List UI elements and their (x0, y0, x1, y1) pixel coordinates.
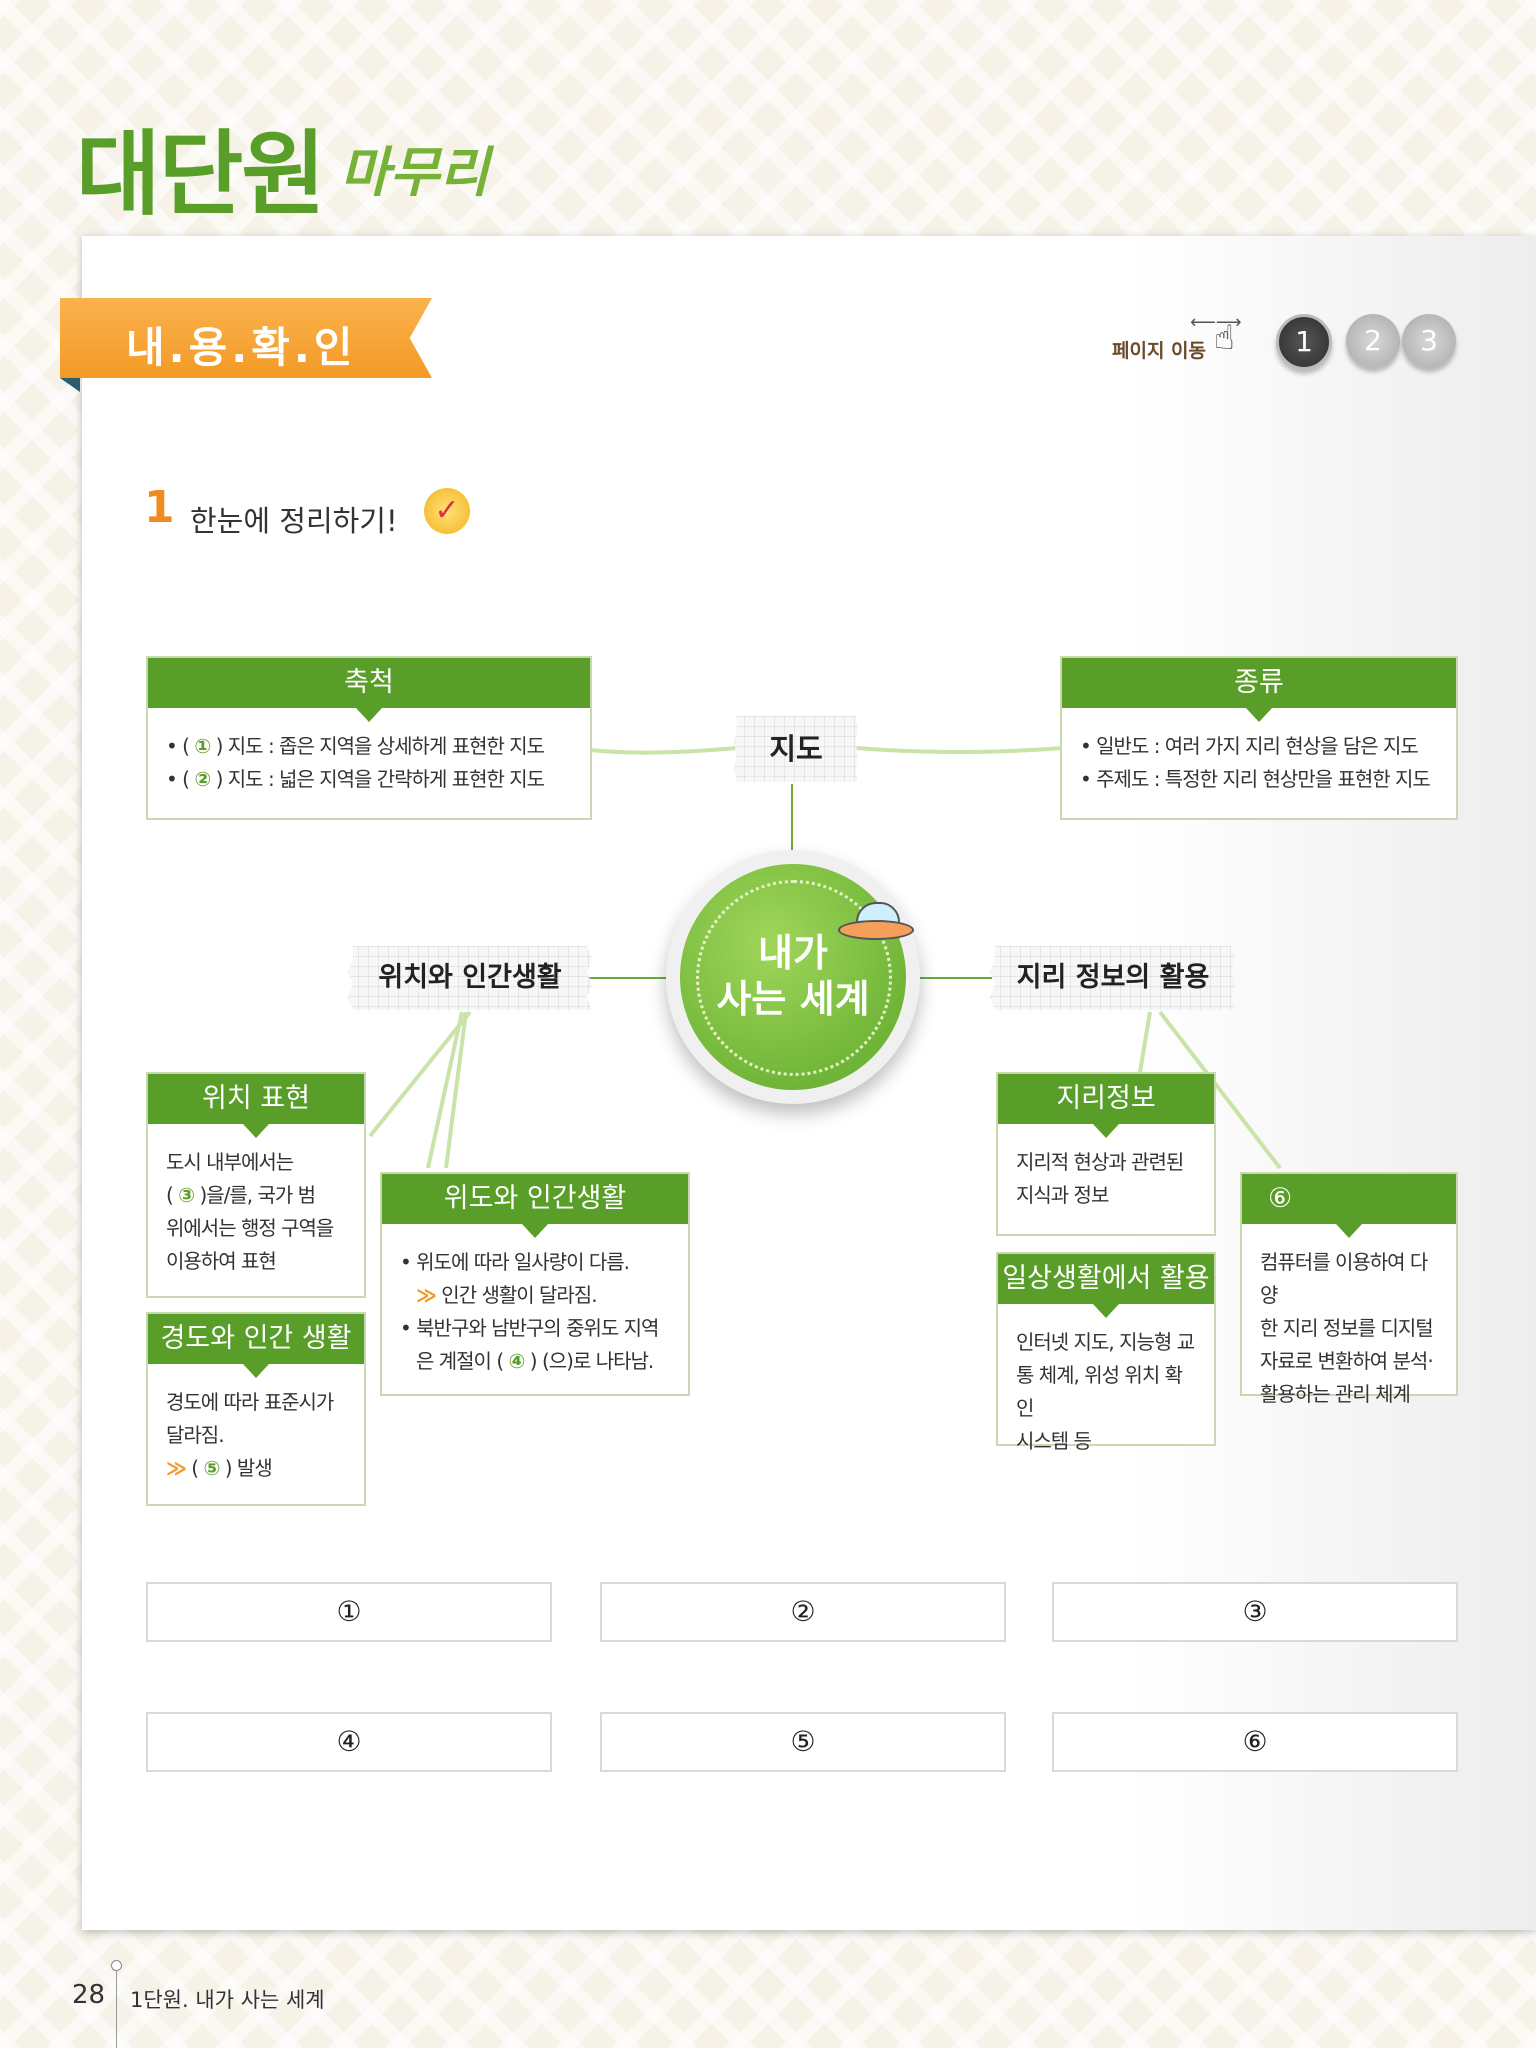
box-types: 종류 • 일반도 : 여러 가지 지리 현상을 담은 지도 • 주제도 : 특정… (1060, 656, 1458, 820)
connector-location-latitude (426, 1011, 464, 1169)
box-latitude: 위도와 인간생활 • 위도에 따라 일사량이 다름. ≫ 인간 생활이 달라짐.… (380, 1172, 690, 1396)
ribbon-fold (60, 378, 80, 392)
connector-scale-map (589, 746, 737, 755)
scale-line-2: • ( ② ) 지도 : 넓은 지역을 간략하게 표현한 지도 (166, 767, 545, 791)
section-number: 1 (144, 482, 175, 533)
connector-lines (368, 746, 1282, 1170)
box-daily-use: 일상생활에서 활용 인터넷 지도, 지능형 교 통 체계, 위성 위치 확인 시… (996, 1252, 1216, 1453)
box-six-body: 컴퓨터를 이용하여 다양 한 지리 정보를 디지털 자료로 변환하여 분석· 활… (1260, 1250, 1434, 1406)
connector-geo-six (1158, 1010, 1282, 1170)
page-button-2[interactable]: 2 (1346, 314, 1400, 368)
box-position: 위치 표현 도시 내부에서는 ( ③ )을/를, 국가 범 위에서는 행정 구역… (146, 1072, 366, 1298)
footer-unit-title: 1단원. 내가 사는 세계 (130, 1988, 325, 2012)
section-title: 한눈에 정리하기! (190, 504, 398, 538)
box-geo-data: 지리정보 지리적 현상과 관련된 지식과 정보 (996, 1072, 1216, 1236)
center-line-1: 내가 (758, 931, 828, 975)
node-map: 지도 (734, 716, 858, 782)
node-geo-info: 지리 정보의 활용 (990, 946, 1236, 1010)
answer-field-5[interactable]: ⑤ (600, 1712, 1006, 1772)
types-line-2: • 주제도 : 특정한 지리 현상만을 표현한 지도 (1080, 767, 1431, 791)
connector-location-latitude-2 (444, 1011, 468, 1169)
answer-field-6[interactable]: ⑥ (1052, 1712, 1458, 1772)
scale-line-1: • ( ① ) 지도 : 좁은 지역을 상세하게 표현한 지도 (166, 734, 545, 758)
page-button-3[interactable]: 3 (1402, 314, 1456, 368)
box-six: ⑥ 컴퓨터를 이용하여 다양 한 지리 정보를 디지털 자료로 변환하여 분석·… (1240, 1172, 1458, 1406)
page-button-1[interactable]: 1 (1276, 314, 1332, 370)
ribbon-label: 내.용.확.인 (126, 323, 357, 372)
box-longitude-title: 경도와 인간 생활 (148, 1314, 364, 1378)
box-scale-body: • ( ① ) 지도 : 좁은 지역을 상세하게 표현한 지도 • ( ② ) … (148, 708, 590, 808)
box-types-title: 종류 (1062, 658, 1456, 722)
title-main: 대단원 (76, 121, 326, 228)
blank-1: ① (194, 734, 211, 758)
blank-3: ③ (178, 1183, 195, 1207)
ufo-icon (838, 902, 914, 942)
pointing-hand-icon: ☝ (1214, 318, 1235, 358)
center-line-2: 사는 세계 (716, 977, 870, 1021)
box-daily-use-title: 일상생활에서 활용 (998, 1254, 1214, 1318)
section-ribbon (60, 298, 432, 378)
blank-5: ⑤ (203, 1456, 220, 1480)
swipe-arrows-icon: ⟵⟶ (1190, 312, 1242, 333)
center-lines (588, 784, 992, 979)
connector-map-types (855, 746, 1063, 754)
box-daily-use-body: 인터넷 지도, 지능형 교 통 체계, 위성 위치 확인 시스템 등 (1016, 1330, 1195, 1453)
page-number: 28 (72, 1980, 106, 2010)
answer-field-3[interactable]: ③ (1052, 1582, 1458, 1642)
box-six-title: ⑥ (1242, 1174, 1456, 1238)
answer-field-2[interactable]: ② (600, 1582, 1006, 1642)
box-scale-title: 축척 (148, 658, 590, 722)
footer-divider (116, 1966, 117, 2048)
box-scale: 축척 • ( ① ) 지도 : 좁은 지역을 상세하게 표현한 지도 • ( ②… (146, 656, 592, 820)
answer-field-1[interactable]: ① (146, 1582, 552, 1642)
blank-2: ② (194, 767, 211, 791)
chevron-right-icon: ≫ (416, 1283, 437, 1307)
connector-location-position (368, 1010, 472, 1138)
box-longitude-body: 경도에 따라 표준시가 달라짐. ≫ ( ⑤ ) 발생 (166, 1390, 334, 1480)
box-geo-data-title: 지리정보 (998, 1074, 1214, 1138)
footer-dot (111, 1960, 122, 1971)
title-sub: 마무리 (340, 140, 490, 204)
box-latitude-body: • 위도에 따라 일사량이 다름. ≫ 인간 생활이 달라짐. • 북반구와 남… (400, 1250, 659, 1373)
node-location: 위치와 인간생활 (348, 946, 592, 1010)
box-position-body: 도시 내부에서는 ( ③ )을/를, 국가 범 위에서는 행정 구역을 이용하여… (166, 1150, 334, 1273)
box-latitude-title: 위도와 인간생활 (382, 1174, 688, 1238)
connector-geo-geodata (1138, 1011, 1152, 1073)
answer-field-4[interactable]: ④ (146, 1712, 552, 1772)
box-types-body: • 일반도 : 여러 가지 지리 현상을 담은 지도 • 주제도 : 특정한 지… (1062, 708, 1456, 808)
chevron-right-icon: ≫ (166, 1456, 187, 1480)
center-node-label: 내가 사는 세계 (680, 930, 906, 1022)
blank-4: ④ (508, 1349, 525, 1373)
box-longitude: 경도와 인간 생활 경도에 따라 표준시가 달라짐. ≫ ( ⑤ ) 발생 (146, 1312, 366, 1506)
box-geo-data-body: 지리적 현상과 관련된 지식과 정보 (1016, 1150, 1184, 1207)
page-nav-label: 페이지 이동 (1112, 340, 1207, 362)
center-node-ring (696, 880, 892, 1076)
checkmark-icon: ✓ (424, 488, 470, 534)
types-line-1: • 일반도 : 여러 가지 지리 현상을 담은 지도 (1080, 734, 1419, 758)
box-position-title: 위치 표현 (148, 1074, 364, 1138)
